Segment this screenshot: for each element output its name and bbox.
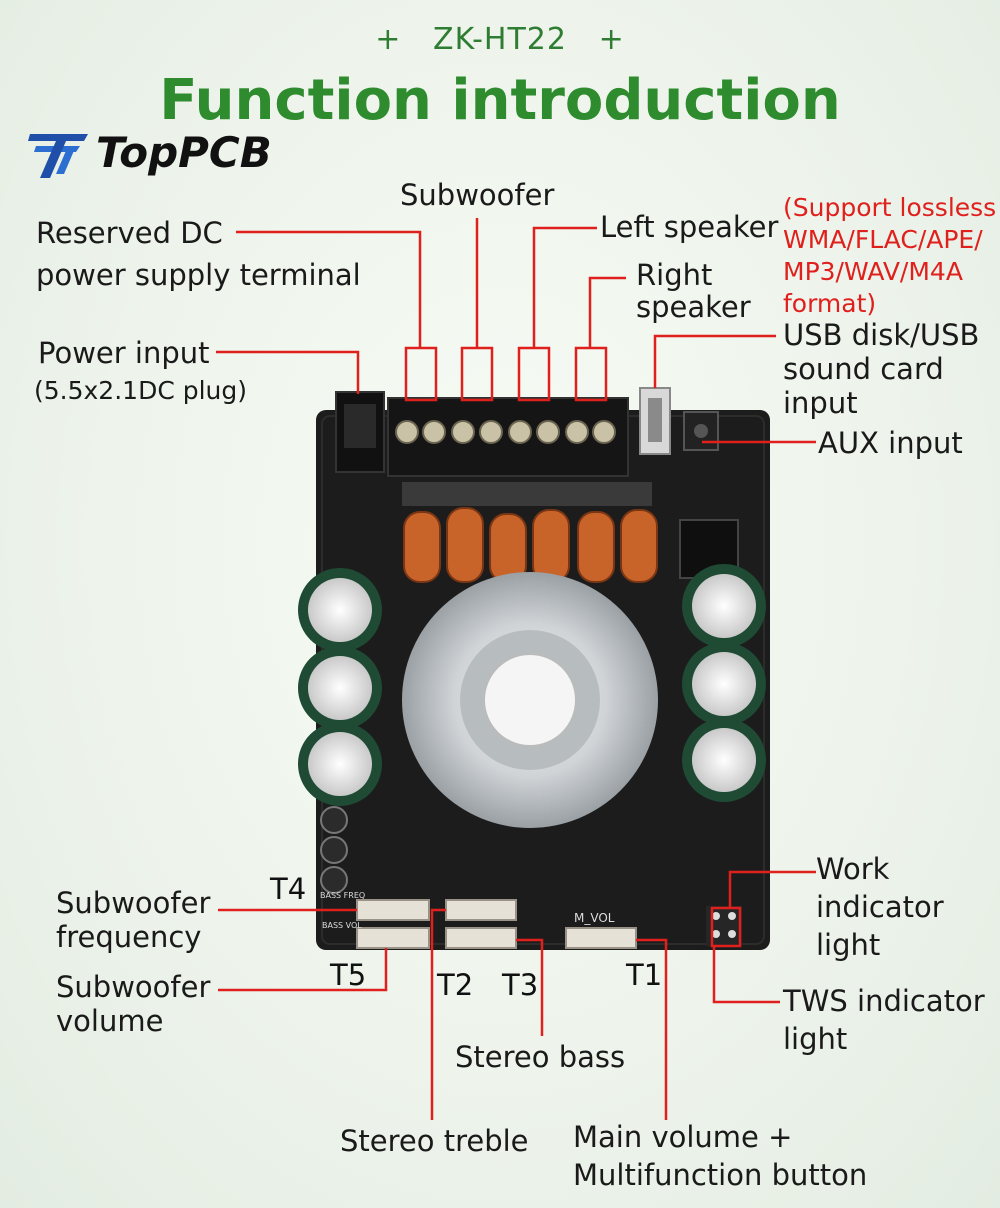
- label-lossless-3: MP3/WAV/M4A: [783, 257, 963, 286]
- terminal-t4: T4: [270, 872, 307, 906]
- silk-bass-freq: BASS FREQ: [320, 891, 365, 900]
- label-sub-freq-2: frequency: [56, 920, 202, 954]
- plus-right: +: [598, 22, 625, 57]
- capacitors-right: [682, 564, 766, 802]
- model-name: ZK-HT22: [433, 22, 567, 57]
- aux-jack: [683, 411, 719, 451]
- label-left-speaker: Left speaker: [600, 210, 779, 244]
- small-capacitors: [320, 806, 348, 894]
- label-lossless-2: WMA/FLAC/APE/: [783, 225, 983, 254]
- label-sub-vol-2: volume: [56, 1004, 164, 1038]
- label-usb-3: input: [783, 386, 858, 420]
- label-main-vol-1: Main volume +: [573, 1120, 793, 1154]
- heatsink: [402, 572, 658, 828]
- label-right-speaker-2: speaker: [636, 290, 751, 324]
- label-sub-vol-1: Subwoofer: [56, 970, 211, 1004]
- label-tws-1: TWS indicator: [783, 984, 985, 1018]
- label-subwoofer: Subwoofer: [400, 178, 555, 212]
- plus-left: +: [375, 22, 402, 57]
- label-sub-freq-1: Subwoofer: [56, 886, 211, 920]
- label-main-vol-2: Multifunction button: [573, 1158, 868, 1192]
- label-work-1: Work: [816, 852, 890, 886]
- label-reserved-dc-2: power supply terminal: [36, 258, 361, 292]
- brand-name: TopPCB: [96, 128, 272, 177]
- label-power-input: Power input: [38, 336, 210, 370]
- terminal-t2: T2: [437, 968, 474, 1002]
- usb-port: [639, 387, 671, 455]
- brand-logo: TopPCB: [28, 128, 272, 184]
- leader-lines: [216, 218, 816, 1120]
- label-work-2: indicator: [816, 890, 944, 924]
- silkscreen: M_VOL BASS FREQ BASS VOL: [320, 891, 615, 930]
- label-reserved-dc-1: Reserved DC: [36, 216, 223, 250]
- label-usb-1: USB disk/USB: [783, 318, 980, 352]
- label-aux: AUX input: [818, 426, 963, 460]
- label-work-3: light: [816, 928, 881, 962]
- label-lossless-1: (Support lossless: [783, 193, 997, 222]
- terminal-t1: T1: [626, 958, 663, 992]
- label-usb-2: sound card: [783, 352, 944, 386]
- label-tws-2: light: [783, 1022, 848, 1056]
- page-title: Function introduction: [159, 68, 841, 133]
- label-lossless-4: format): [783, 289, 877, 318]
- connectors: [356, 899, 637, 949]
- dc-jack: [335, 391, 385, 473]
- topp-logo-icon: [28, 134, 88, 178]
- silk-bass-vol: BASS VOL: [322, 921, 362, 930]
- inductors: [402, 482, 658, 583]
- capacitors-left: [298, 568, 382, 806]
- label-right-speaker-1: Right: [636, 258, 713, 292]
- silk-m-vol: M_VOL: [574, 911, 615, 925]
- label-power-plug: (5.5x2.1DC plug): [34, 376, 248, 405]
- terminal-block: [387, 397, 629, 477]
- label-stereo-bass: Stereo bass: [455, 1040, 626, 1074]
- label-stereo-treble: Stereo treble: [340, 1124, 529, 1158]
- terminal-t5: T5: [330, 958, 367, 992]
- terminal-t3: T3: [502, 968, 539, 1002]
- model-subtitle: + ZK-HT22 +: [0, 22, 1000, 57]
